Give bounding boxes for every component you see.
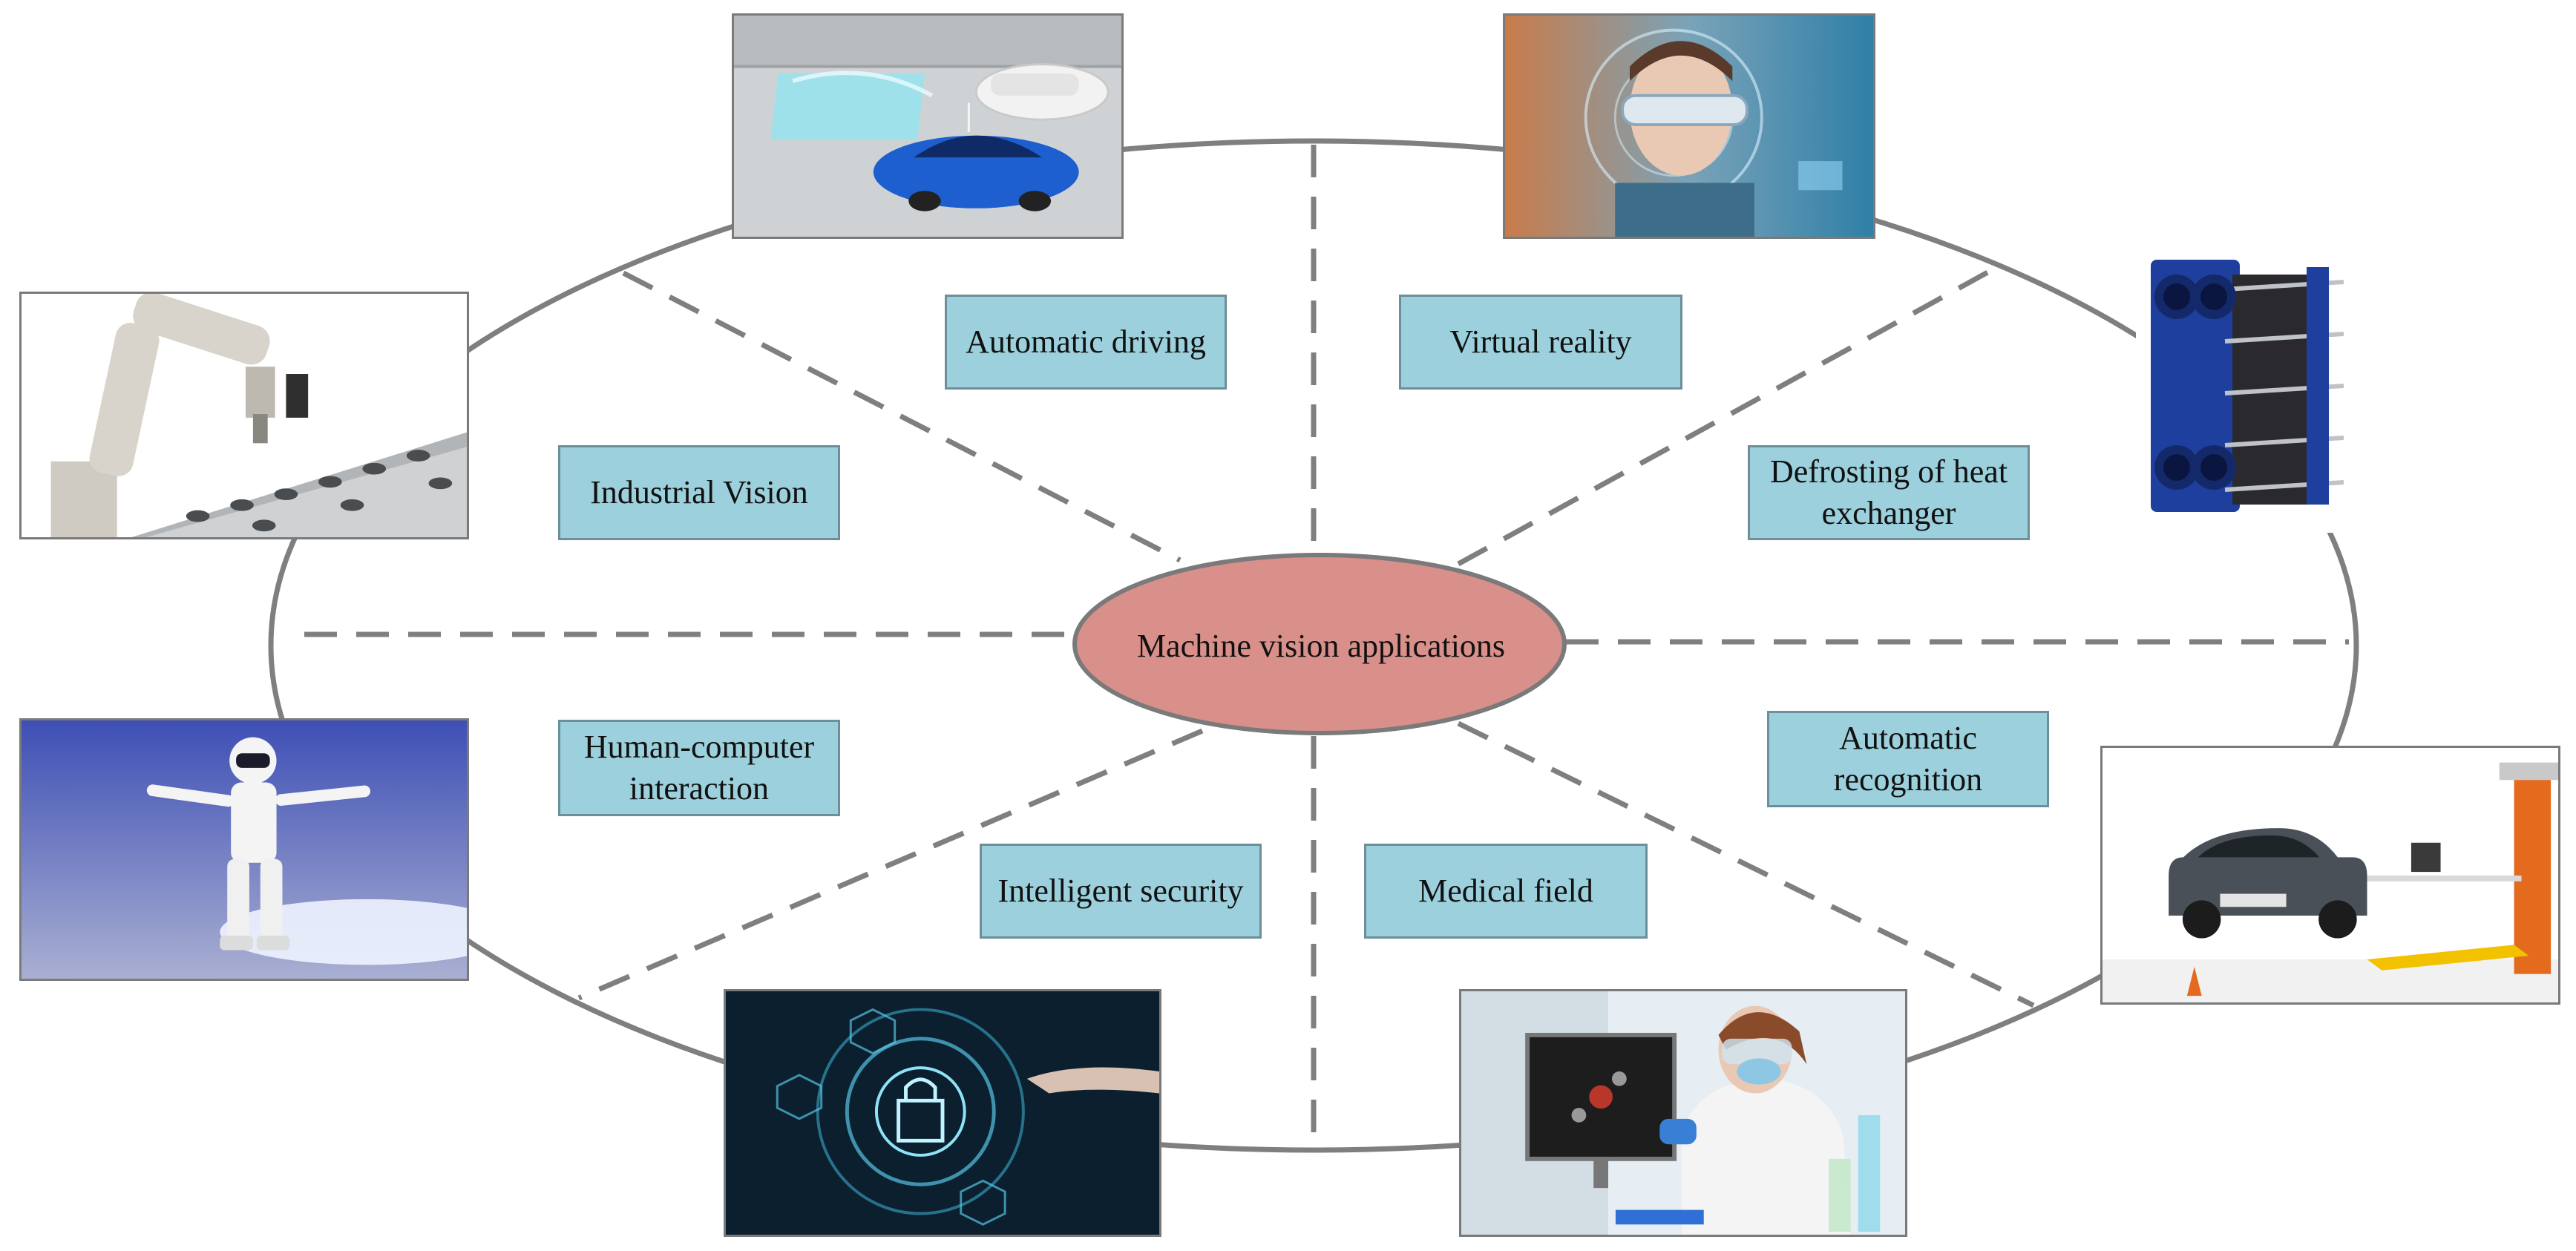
- label-intelligent-security: Intelligent security: [980, 844, 1262, 939]
- label-medical-field: Medical field: [1364, 844, 1648, 939]
- label-automatic-recognition: Automatic recognition: [1767, 711, 2049, 807]
- label-virtual-reality: Virtual reality: [1399, 295, 1682, 390]
- industrial-robot-arm-photo: [19, 292, 469, 539]
- outer-ellipse: [268, 138, 2359, 1153]
- spoke-upper-left: [622, 270, 1182, 563]
- spoke-lower-left: [577, 728, 1204, 1001]
- center-ellipse: [1072, 553, 1567, 735]
- self-parking-car-photo: [732, 13, 1124, 239]
- spoke-lower-right: [1457, 720, 2035, 1008]
- dashed-spokes: [304, 145, 2349, 1146]
- medical-lab-scientist-photo: [1459, 989, 1907, 1237]
- plate-heat-exchanger-photo: [2136, 245, 2355, 533]
- cyber-security-lock-photo: [724, 989, 1161, 1237]
- humanoid-robot-photo: [19, 718, 469, 981]
- license-plate-gate-photo: [2100, 746, 2560, 1005]
- center-label: Machine vision applications: [1136, 627, 1506, 664]
- label-human-computer: Human-computer interaction: [558, 720, 840, 816]
- vr-headset-woman-photo: [1503, 13, 1875, 239]
- label-industrial-vision: Industrial Vision: [558, 445, 840, 540]
- label-defrosting: Defrosting of heat exchanger: [1748, 445, 2030, 540]
- label-automatic-driving: Automatic driving: [945, 295, 1227, 390]
